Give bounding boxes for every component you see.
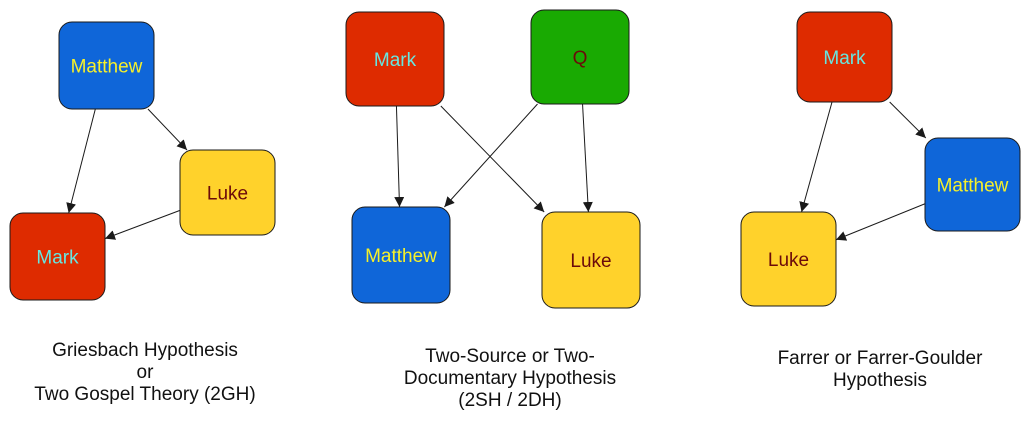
arrow-mark-to-matthew [394,105,405,208]
node-mark: Mark [796,11,893,103]
arrow-q-to-luke [582,103,593,213]
caption-line: Two Gospel Theory (2GH) [34,384,256,405]
node-label: Mark [823,48,866,69]
node-mark: Mark [345,11,445,107]
node-luke: Luke [740,211,837,307]
caption-line: (2SH / 2DH) [458,390,562,411]
node-label: Luke [207,184,248,205]
node-box [9,212,106,301]
node-label: Luke [768,250,809,271]
node-label: Matthew [71,57,143,78]
node-box [530,9,630,105]
node-luke: Luke [541,211,641,309]
node-box [924,137,1021,232]
node-label: Matthew [937,176,1009,197]
node-q: Q [530,9,630,105]
node-box [740,211,837,307]
node-label: Mark [36,248,79,269]
caption-line: Two-Source or Two- [425,346,595,367]
node-box [351,206,451,304]
arrow-mark-to-matthew [889,101,927,139]
arrow-luke-to-mark [104,209,181,240]
node-box [58,21,155,110]
node-label: Mark [374,50,417,71]
caption-two-source: Two-Source or Two- Documentary Hypothesi… [370,346,650,412]
node-label: Luke [570,251,611,272]
caption-line: Hypothesis [833,370,927,391]
arrow-matthew-to-luke [835,203,926,241]
arrow-mark-to-luke [440,105,545,213]
node-matthew: Matthew [351,206,451,304]
caption-farrer: Farrer or Farrer-Goulder Hypothesis [740,348,1020,392]
node-box [179,149,276,236]
node-box [796,11,893,103]
arrow-matthew-to-mark [66,108,96,214]
arrow-mark-to-luke [799,101,833,213]
node-matthew: Matthew [924,137,1021,232]
caption-line: or [136,362,154,383]
arrow-matthew-to-luke [147,108,188,151]
arrow-q-to-matthew [444,103,538,208]
node-matthew: Matthew [58,21,155,110]
node-label: Matthew [365,246,437,267]
node-luke: Luke [179,149,276,236]
caption-line: Documentary Hypothesis [403,368,617,389]
caption-line: Griesbach Hypothesis [52,340,238,361]
caption-line: Farrer or Farrer-Goulder [777,348,983,369]
node-mark: Mark [9,212,106,301]
caption-griesbach: Griesbach Hypothesis or Two Gospel Theor… [0,340,290,406]
node-box [541,211,641,309]
node-box [345,11,445,107]
node-label: Q [573,48,588,69]
